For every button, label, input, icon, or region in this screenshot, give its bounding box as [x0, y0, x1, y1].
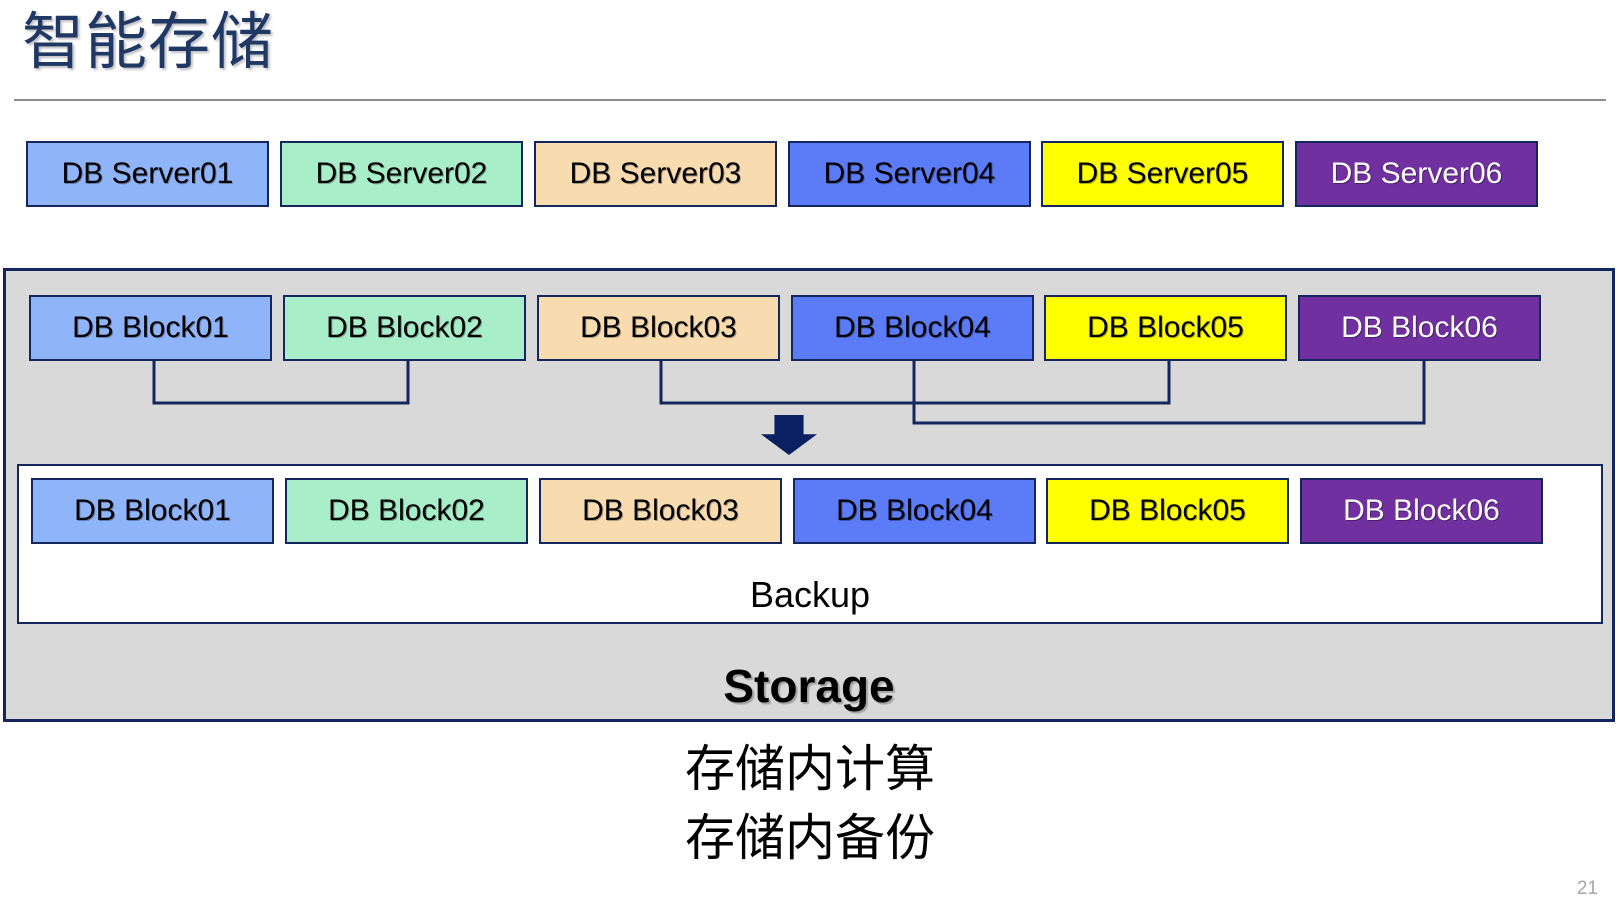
db-block-primary-3[interactable]: DB Block03: [537, 295, 780, 361]
db-block-backup-3[interactable]: DB Block03: [539, 478, 782, 544]
slide-caption: 存储内计算 存储内备份: [0, 735, 1620, 873]
db-block-backup-1[interactable]: DB Block01: [31, 478, 274, 544]
caption-line-1: 存储内计算: [685, 741, 935, 797]
connector-bracket-1: [152, 361, 410, 405]
db-block-backup-2[interactable]: DB Block02: [285, 478, 528, 544]
db-block-backup-5[interactable]: DB Block05: [1046, 478, 1289, 544]
db-block-primary-4[interactable]: DB Block04: [791, 295, 1034, 361]
db-block-backup-6[interactable]: DB Block06: [1300, 478, 1543, 544]
db-server-box-5[interactable]: DB Server05: [1041, 141, 1284, 207]
db-block-primary-6[interactable]: DB Block06: [1298, 295, 1541, 361]
db-server-box-4[interactable]: DB Server04: [788, 141, 1031, 207]
backup-label: Backup: [749, 574, 871, 615]
storage-label: Storage: [723, 660, 895, 712]
db-block-backup-4[interactable]: DB Block04: [793, 478, 1036, 544]
page-number: 21: [1576, 878, 1598, 899]
db-server-box-2[interactable]: DB Server02: [280, 141, 523, 207]
db-block-primary-5[interactable]: DB Block05: [1044, 295, 1287, 361]
down-arrow-icon: [761, 415, 817, 455]
block-connector-lines: [152, 361, 1426, 455]
page-title: 智能存储: [22, 8, 275, 77]
db-server-box-6[interactable]: DB Server06: [1295, 141, 1538, 207]
db-block-primary-2[interactable]: DB Block02: [283, 295, 526, 361]
db-server-box-3[interactable]: DB Server03: [534, 141, 777, 207]
title-divider: [14, 99, 1606, 101]
caption-line-2: 存储内备份: [685, 810, 935, 866]
connector-bracket-3: [912, 361, 1426, 425]
db-block-primary-1[interactable]: DB Block01: [29, 295, 272, 361]
db-server-box-1[interactable]: DB Server01: [26, 141, 269, 207]
